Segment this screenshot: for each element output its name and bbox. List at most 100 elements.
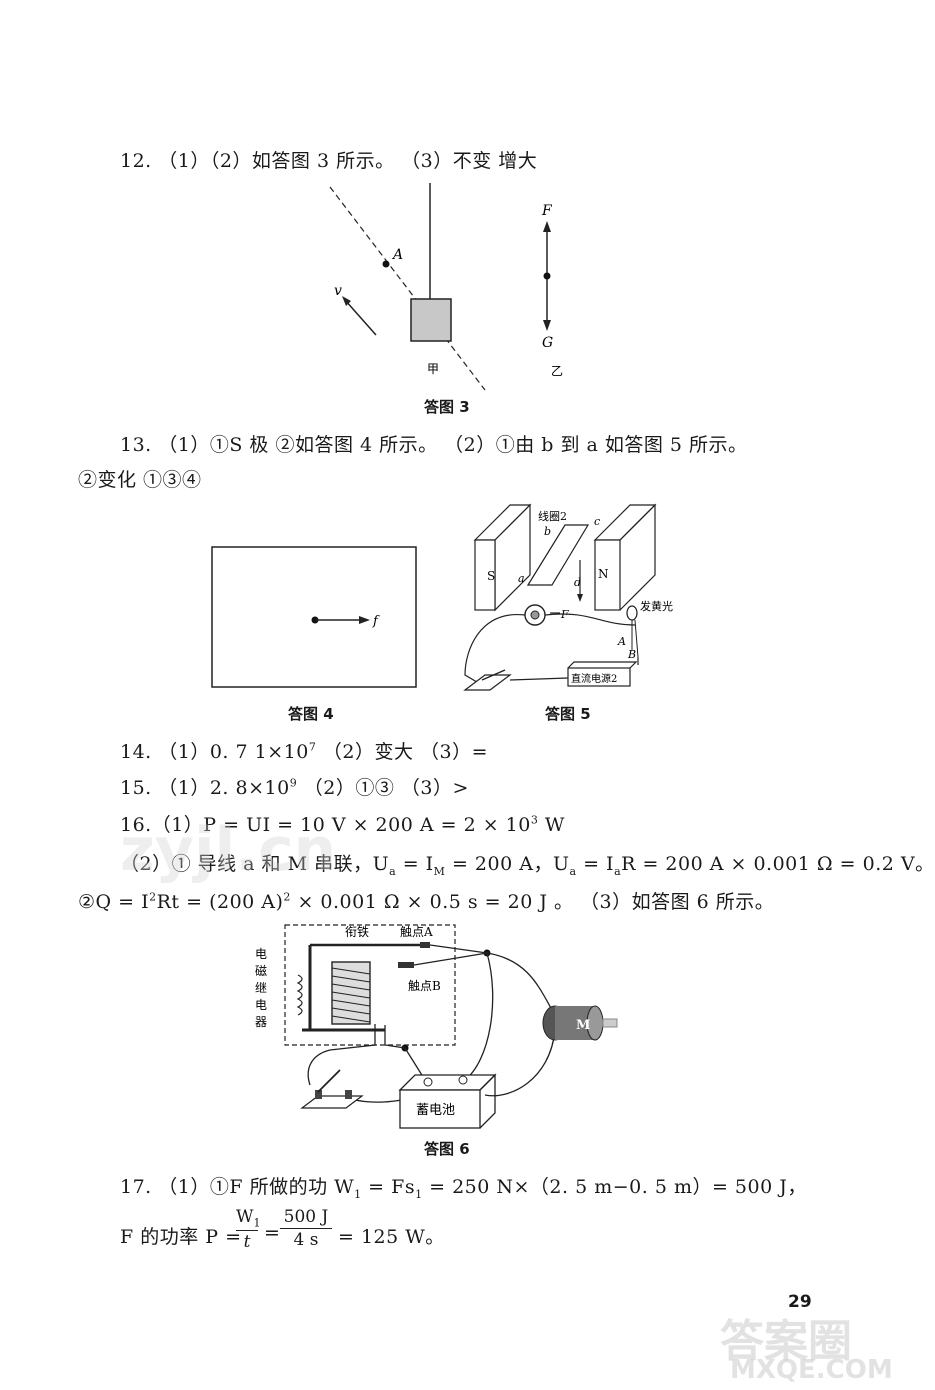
page-number: 29 <box>788 1292 812 1312</box>
label-contact-b: 触点B <box>408 979 441 993</box>
q14-text-b: （2）变大 （3）= <box>316 741 489 763</box>
box <box>410 298 452 342</box>
q16-line1-end: W <box>538 814 565 836</box>
q16-line3-a: ②Q = I <box>78 891 150 913</box>
label-motor: M <box>576 1018 590 1033</box>
frac1-bar <box>236 1230 258 1232</box>
q15-line: 15. （1）2. 8×109 （2）①③ （3）> <box>120 773 469 800</box>
figure-3: A v F G 甲 乙 <box>329 183 563 391</box>
coil-arrowhead <box>577 594 583 602</box>
frac1-num-text: W <box>236 1207 254 1227</box>
label-battery: 蓄电池 <box>416 1103 455 1118</box>
battery-terminal-2 <box>458 1075 468 1085</box>
q16-line2-sub1: a <box>389 864 397 878</box>
coil <box>526 524 590 586</box>
switch-base-6 <box>300 1095 364 1109</box>
friction-arrowhead <box>359 616 370 624</box>
point-a <box>382 260 390 268</box>
f-arrowhead <box>543 221 551 232</box>
relay-char-2: 磁 <box>255 963 267 978</box>
q16-line2: （2）① 导线 a 和 M 串联，Ua = IM = 200 A，Ua = Ia… <box>120 849 935 878</box>
dc-source <box>567 667 631 687</box>
frac1-den: t <box>243 1232 251 1253</box>
figure-6: 电 磁 继 电 器 衔铁 触点A 触点B 蓄电池 M <box>255 924 618 1129</box>
label-s: S <box>487 569 495 583</box>
switch-base <box>463 674 512 691</box>
incline-line <box>329 186 486 391</box>
battery-top <box>398 1074 497 1091</box>
q16-line1-exp: 3 <box>530 813 539 827</box>
frac2-den: 4 s <box>293 1230 319 1250</box>
caption-fig6: 答图 6 <box>424 1140 470 1158</box>
label-light: 发黄光 <box>640 599 673 613</box>
label-jia: 甲 <box>427 362 439 376</box>
n-magnet-side <box>619 503 656 611</box>
battery-side <box>479 1073 496 1129</box>
q17-line1-c: = 250 N×（2. 5 m−0. 5 m）= 500 J， <box>422 1176 807 1198</box>
label-b5: b <box>544 525 551 538</box>
wire-right <box>544 613 636 626</box>
wire-contact-motor <box>429 944 556 1016</box>
watermark-logo: 答案圈 <box>720 1316 852 1367</box>
q14-exponent: 7 <box>308 740 317 754</box>
q14-line: 14. （1）0. 7 1×107 （2）变大 （3）= <box>120 737 488 764</box>
relay-char-5: 器 <box>255 1015 267 1029</box>
q17-line1-a: 17. （1）①F 所做的功 W <box>120 1176 355 1198</box>
label-g: G <box>542 335 553 351</box>
q16-line2-sub3: a <box>569 864 577 878</box>
battery-terminal-1 <box>423 1077 433 1087</box>
contact-b <box>398 962 414 968</box>
contact-a <box>420 942 430 948</box>
velocity-arrow <box>344 299 377 336</box>
q17-eq: = <box>264 1222 281 1244</box>
frac1-num-sub: 1 <box>253 1216 261 1230</box>
label-a-pin: A <box>617 635 626 648</box>
frac2-bar <box>280 1228 332 1229</box>
g-arrowhead <box>543 320 551 331</box>
label-armature: 衔铁 <box>345 925 369 939</box>
label-contact-a: 触点A <box>400 925 433 939</box>
wire-bottom <box>509 677 569 681</box>
q16-line2-d: = I <box>576 853 615 875</box>
label-f4: f <box>372 614 380 629</box>
q14-text-a: 14. （1）0. 7 1×10 <box>120 741 309 763</box>
q12-line: 12. （1）（2）如答图 3 所示。 （3）不变 增大 <box>120 150 538 172</box>
q17-line1-sub: 1 <box>354 1187 362 1201</box>
switch-lever-6 <box>317 1069 341 1093</box>
q13-line1: 13. （1）①S 极 ②如答图 4 所示。 （2）①由 b 到 a 如答图 5… <box>120 434 748 456</box>
watermark-url: MXQE.COM <box>730 1355 893 1385</box>
q16-line3-c: × 0.001 Ω × 0.5 s = 20 J 。 （3）如答图 6 所示。 <box>290 891 775 913</box>
q17-line1: 17. （1）①F 所做的功 W1 = Fs1 = 250 N×（2. 5 m−… <box>120 1172 807 1201</box>
q16-line3-exp: 2 <box>149 890 157 904</box>
q16-line2-a: （2）① 导线 a 和 M 串联，U <box>120 853 390 875</box>
relay-char-3: 继 <box>255 981 267 995</box>
label-coil: 线圈2 <box>538 509 567 523</box>
figure-5: S N 线圈2 b c a d F 发黄光 A B 直流电源2 <box>463 503 673 691</box>
q16-line2-c: = 200 A，U <box>445 853 570 875</box>
battery-front <box>399 1089 481 1129</box>
q13-line2: ②变化 ①③④ <box>78 469 202 491</box>
commutator-hub <box>530 610 540 620</box>
q15-exponent: 9 <box>289 776 298 790</box>
q15-text-a: 15. （1）2. 8×10 <box>120 777 290 799</box>
relay-char-1: 电 <box>255 947 267 961</box>
motor-shaft <box>602 1018 618 1028</box>
q15-text-b: （2）①③ （3）> <box>297 777 469 799</box>
led-bulb <box>626 605 638 621</box>
led-leg-b <box>634 619 639 658</box>
wire-battery-pos <box>464 952 494 1081</box>
wire-motor-battery <box>484 1029 556 1097</box>
wire-left <box>464 614 526 686</box>
label-f: F <box>541 203 553 219</box>
q16-line3: ②Q = I2Rt = (200 A)2 × 0.001 Ω × 0.5 s =… <box>78 887 774 914</box>
q17-line2-label: F 的功率 P = <box>120 1226 242 1248</box>
coil-windings <box>331 967 371 1023</box>
caption-fig4: 答图 4 <box>288 705 334 723</box>
q17-line1-b: = Fs <box>361 1176 416 1198</box>
label-a5: a <box>518 572 525 585</box>
wire-coil-battery <box>384 1025 426 1081</box>
caption-fig5: 答图 5 <box>545 705 591 723</box>
q16-line1-text: 16.（1）P = UI = 10 V × 200 A = 2 × 10 <box>120 814 531 836</box>
watermark-mid: zyjl.cn <box>120 815 337 885</box>
q16-line2-b: = I <box>396 853 434 875</box>
